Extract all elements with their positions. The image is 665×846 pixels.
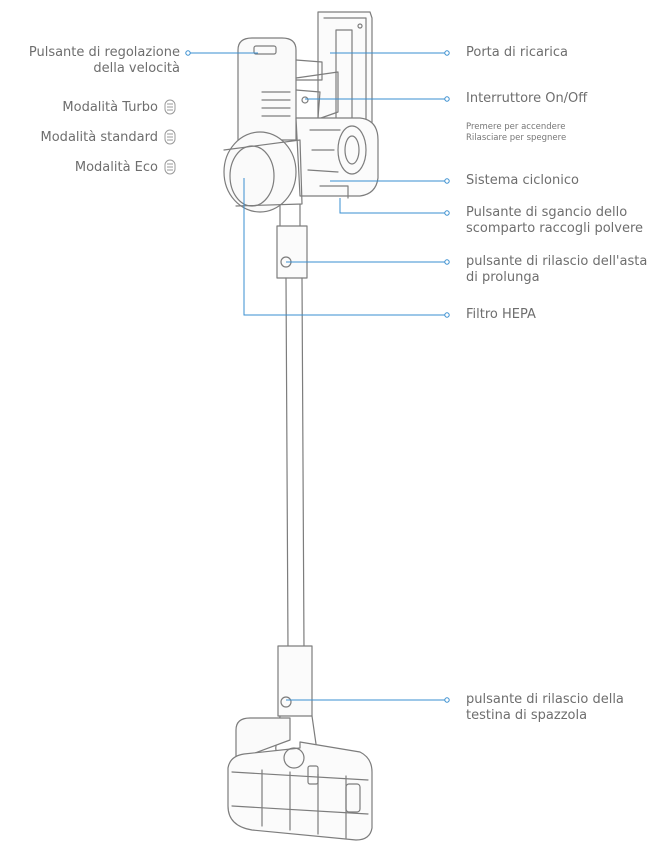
- label-power-hint: Premere per accendere Rilasciare per spe…: [466, 122, 566, 144]
- label-hepa-filter: Filtro HEPA: [466, 307, 536, 322]
- leader-lines: [190, 52, 445, 701]
- cyclone-bin: [295, 117, 379, 199]
- hepa-filter-head: [223, 131, 303, 213]
- label-dust-release-line1: Pulsante di sgancio dello: [466, 205, 628, 220]
- eco-indicator-icon: [164, 159, 176, 175]
- label-dust-release-line2: scomparto raccogli polvere: [466, 221, 644, 236]
- label-power-switch: Interruttore On/Off: [466, 91, 588, 106]
- label-brush-release-line1: pulsante di rilascio della: [466, 692, 624, 707]
- label-charging-port: Porta di ricarica: [466, 45, 569, 60]
- brush-head: [227, 715, 373, 841]
- label-rod-release: pulsante di rilascio dell'asta di prolun…: [466, 254, 647, 286]
- turbo-indicator-icon: [164, 99, 176, 115]
- label-dust-release: Pulsante di sgancio dello scomparto racc…: [466, 205, 643, 237]
- label-mode-eco: Modalità Eco: [74, 160, 158, 175]
- extension-tube: [285, 277, 305, 651]
- label-brush-release: pulsante di rilascio della testina di sp…: [466, 692, 624, 724]
- label-mode-turbo: Modalità Turbo: [62, 100, 158, 115]
- tube-joint-upper: [276, 225, 308, 279]
- motor-body: [237, 37, 323, 141]
- label-speed-button: Pulsante di regolazione della velocità: [0, 45, 180, 77]
- label-speed-button-line2: della velocità: [93, 61, 180, 76]
- leader-dust-release: [339, 198, 445, 214]
- label-speed-button-line1: Pulsante di regolazione: [28, 45, 180, 60]
- label-mode-standard: Modalità standard: [40, 130, 158, 145]
- tube-joint-lower: [277, 645, 313, 717]
- label-power-hint-line1: Premere per accendere: [466, 122, 566, 132]
- label-rod-release-line1: pulsante di rilascio dell'asta: [466, 254, 648, 269]
- label-power-hint-line2: Rilasciare per spegnere: [466, 133, 567, 143]
- leader-hepa: [243, 178, 445, 316]
- label-brush-release-line2: testina di spazzola: [466, 708, 588, 723]
- label-cyclone-system: Sistema ciclonico: [466, 173, 579, 188]
- label-rod-release-line2: di prolunga: [466, 270, 540, 285]
- standard-indicator-icon: [164, 129, 176, 145]
